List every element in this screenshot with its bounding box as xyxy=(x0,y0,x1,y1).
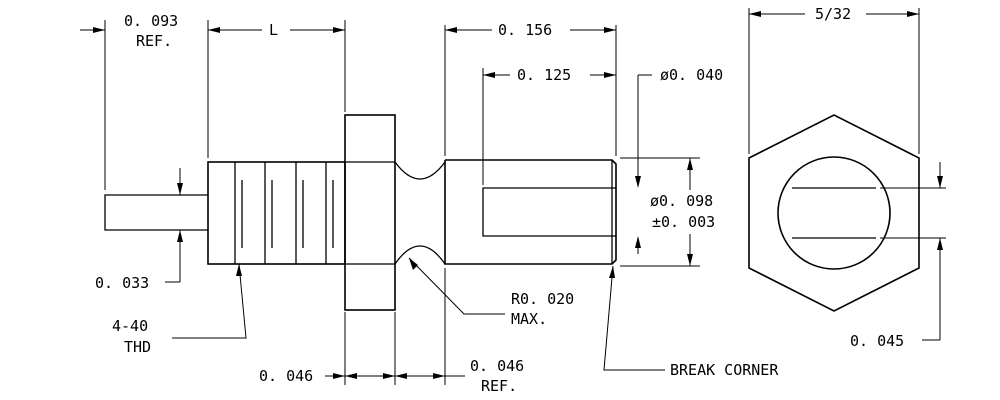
label-len-046: 0. 046 xyxy=(259,367,313,385)
label-dia-040: ø0. 040 xyxy=(660,66,723,84)
label-hex-width: 5/32 xyxy=(815,5,851,23)
label-thread-sub: THD xyxy=(124,338,151,356)
label-len-156: 0. 156 xyxy=(498,21,552,39)
dimension-labels: 0. 093 REF. L 0. 156 0. 125 ø0. 040 ø0. … xyxy=(95,5,904,395)
label-ref-093: 0. 093 xyxy=(124,12,178,30)
label-dia-033: 0. 033 xyxy=(95,274,149,292)
label-slot-045: 0. 045 xyxy=(850,332,904,350)
label-length: L xyxy=(269,21,278,39)
label-radius-sub: MAX. xyxy=(511,310,547,328)
label-break-corner: BREAK CORNER xyxy=(670,361,779,379)
label-tol-003: ±0. 003 xyxy=(652,213,715,231)
label-len-046-ref: 0. 046 xyxy=(470,357,524,375)
label-len-125: 0. 125 xyxy=(517,66,571,84)
dimension-lines xyxy=(80,11,943,379)
label-radius: R0. 020 xyxy=(511,290,574,308)
label-ref-sub: REF. xyxy=(481,377,517,395)
extension-lines xyxy=(104,8,946,385)
part-outline xyxy=(104,114,617,311)
end-view xyxy=(748,114,920,312)
label-dia-098: ø0. 098 xyxy=(650,192,713,210)
leaders xyxy=(172,257,665,371)
label-thread: 4-40 xyxy=(112,317,148,335)
label-ref-093-sub: REF. xyxy=(136,32,172,50)
